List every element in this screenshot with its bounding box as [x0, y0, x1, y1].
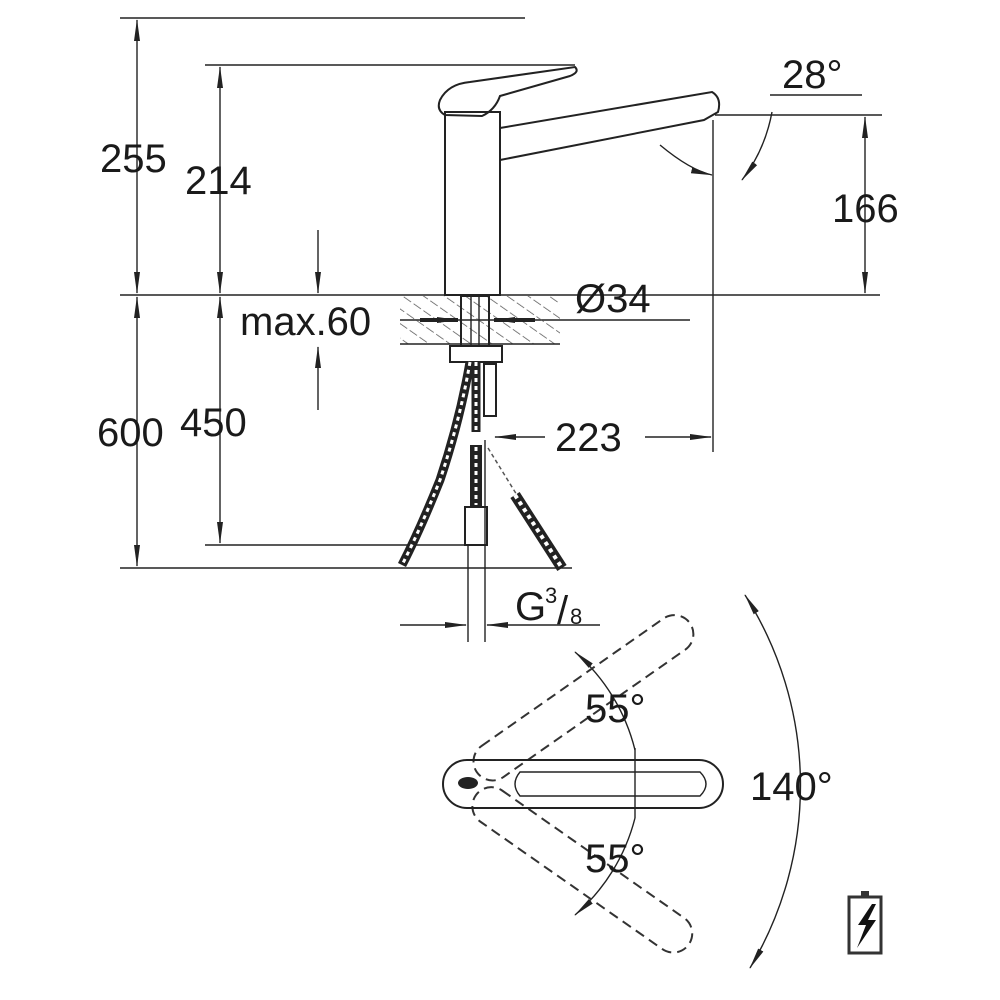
dim-450: 450: [180, 401, 247, 445]
dim-140-degrees: 140°: [750, 765, 833, 809]
dim-600: 600: [97, 411, 164, 455]
connection-thread-g: G: [515, 585, 546, 629]
dim-223: 223: [555, 416, 622, 460]
lever-top-view: [442, 594, 802, 969]
faucet-side-view: [397, 65, 721, 571]
dim-255: 255: [100, 137, 167, 181]
dim-28-degrees: 28°: [782, 53, 843, 97]
battery-lightning-icon: [847, 891, 883, 955]
dim-max-60: max.60: [240, 300, 371, 344]
dim-214: 214: [185, 159, 252, 203]
dim-diameter-34: Ø34: [575, 277, 651, 321]
dim-55-degrees-down: 55°: [585, 837, 646, 881]
dimension-labels: 255 214 28° 166 max.60 Ø34 600 450 223 G…: [97, 53, 899, 881]
dim-55-degrees-up: 55°: [585, 687, 646, 731]
connection-numerator: 3: [545, 583, 557, 608]
dim-166: 166: [832, 187, 899, 231]
connection-denominator: 8: [570, 604, 582, 629]
dimension-lines: [134, 19, 868, 628]
countertop-section: [400, 296, 560, 345]
fraction-slash: /: [557, 589, 569, 633]
